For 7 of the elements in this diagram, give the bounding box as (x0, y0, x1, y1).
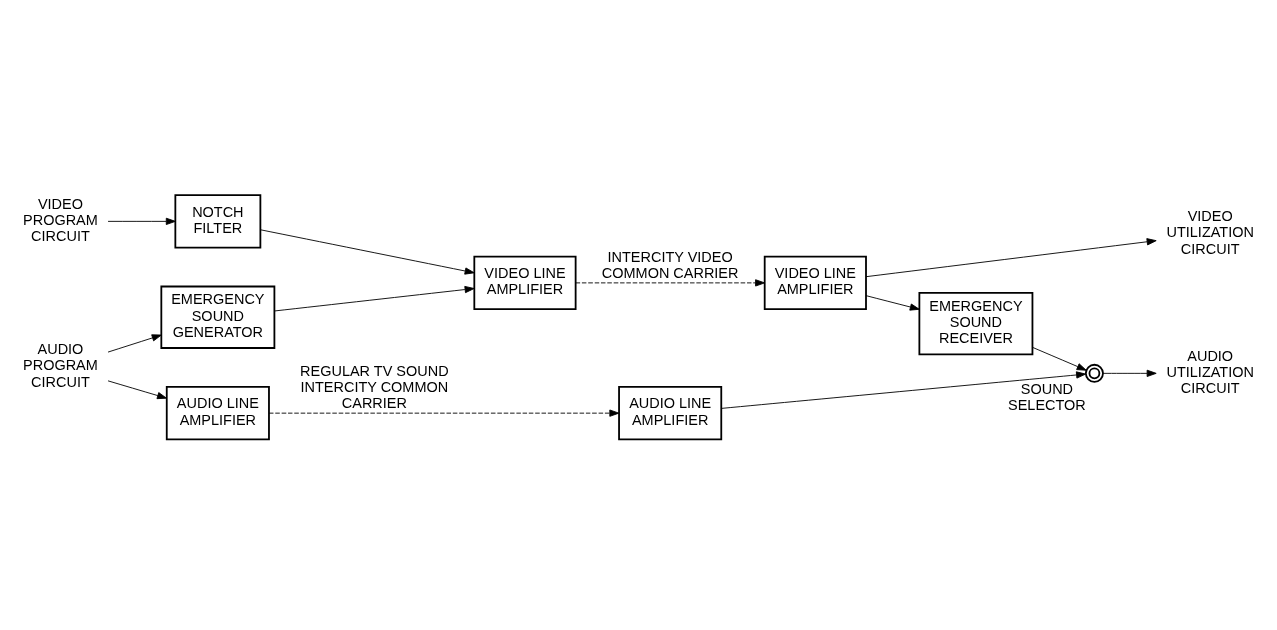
edge-label: REGULAR TV SOUND INTERCITY COMMON CARRIER (300, 362, 449, 412)
node-text: VIDEO PROGRAM CIRCUIT (23, 195, 98, 245)
node-text: AUDIO UTILIZATION CIRCUIT (1166, 347, 1254, 397)
node-text: VIDEO UTILIZATION CIRCUIT (1166, 208, 1254, 257)
edge-label: INTERCITY VIDEO COMMON CARRIER (601, 248, 739, 282)
node-label: SOUND SELECTOR (1008, 380, 1086, 413)
node-text: AUDIO PROGRAM CIRCUIT (23, 341, 98, 390)
